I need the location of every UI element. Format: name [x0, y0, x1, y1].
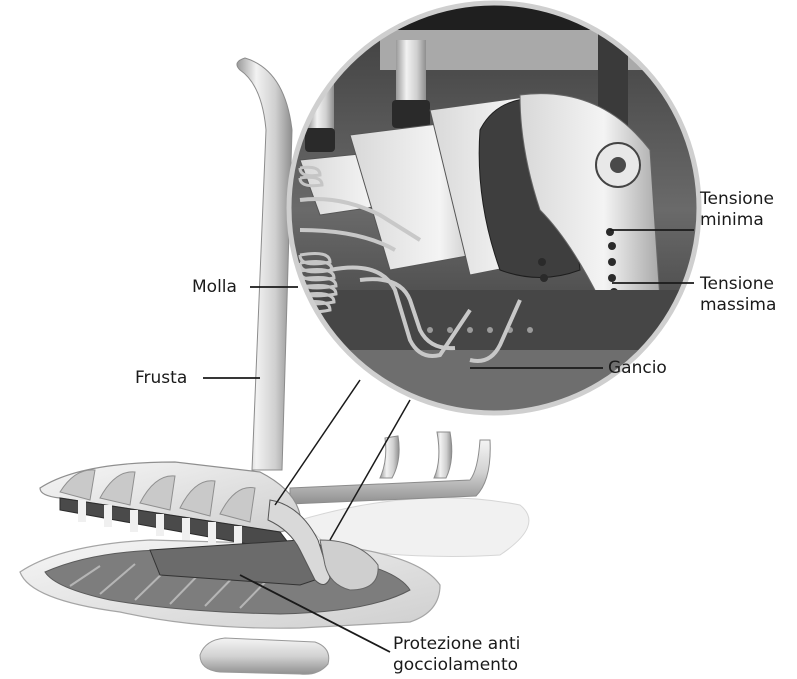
- post-1: [396, 40, 426, 108]
- label-protezione-anti-gocciolamento: Protezione anti gocciolamento: [393, 634, 520, 676]
- rear-rod-3: [434, 432, 452, 478]
- foot-tube: [200, 638, 329, 674]
- label-molla: Molla: [192, 277, 237, 298]
- zoom-detail: [275, 0, 710, 540]
- label-tensione-minima-line1: Tensione: [700, 189, 774, 210]
- label-protezione-line1: Protezione anti: [393, 634, 520, 655]
- label-tensione-massima: Tensione massima: [700, 274, 776, 316]
- rear-rod-2: [380, 436, 399, 478]
- frusta-rod: [237, 58, 292, 470]
- label-tensione-massima-line1: Tensione: [700, 274, 776, 295]
- label-tensione-massima-line2: massima: [700, 295, 776, 316]
- label-gancio: Gancio: [608, 358, 667, 379]
- label-tensione-minima: Tensione minima: [700, 189, 774, 231]
- label-tensione-minima-line2: minima: [700, 210, 774, 231]
- lower-frame: [280, 290, 710, 350]
- label-protezione-line2: gocciolamento: [393, 655, 520, 676]
- label-frusta: Frusta: [135, 368, 187, 389]
